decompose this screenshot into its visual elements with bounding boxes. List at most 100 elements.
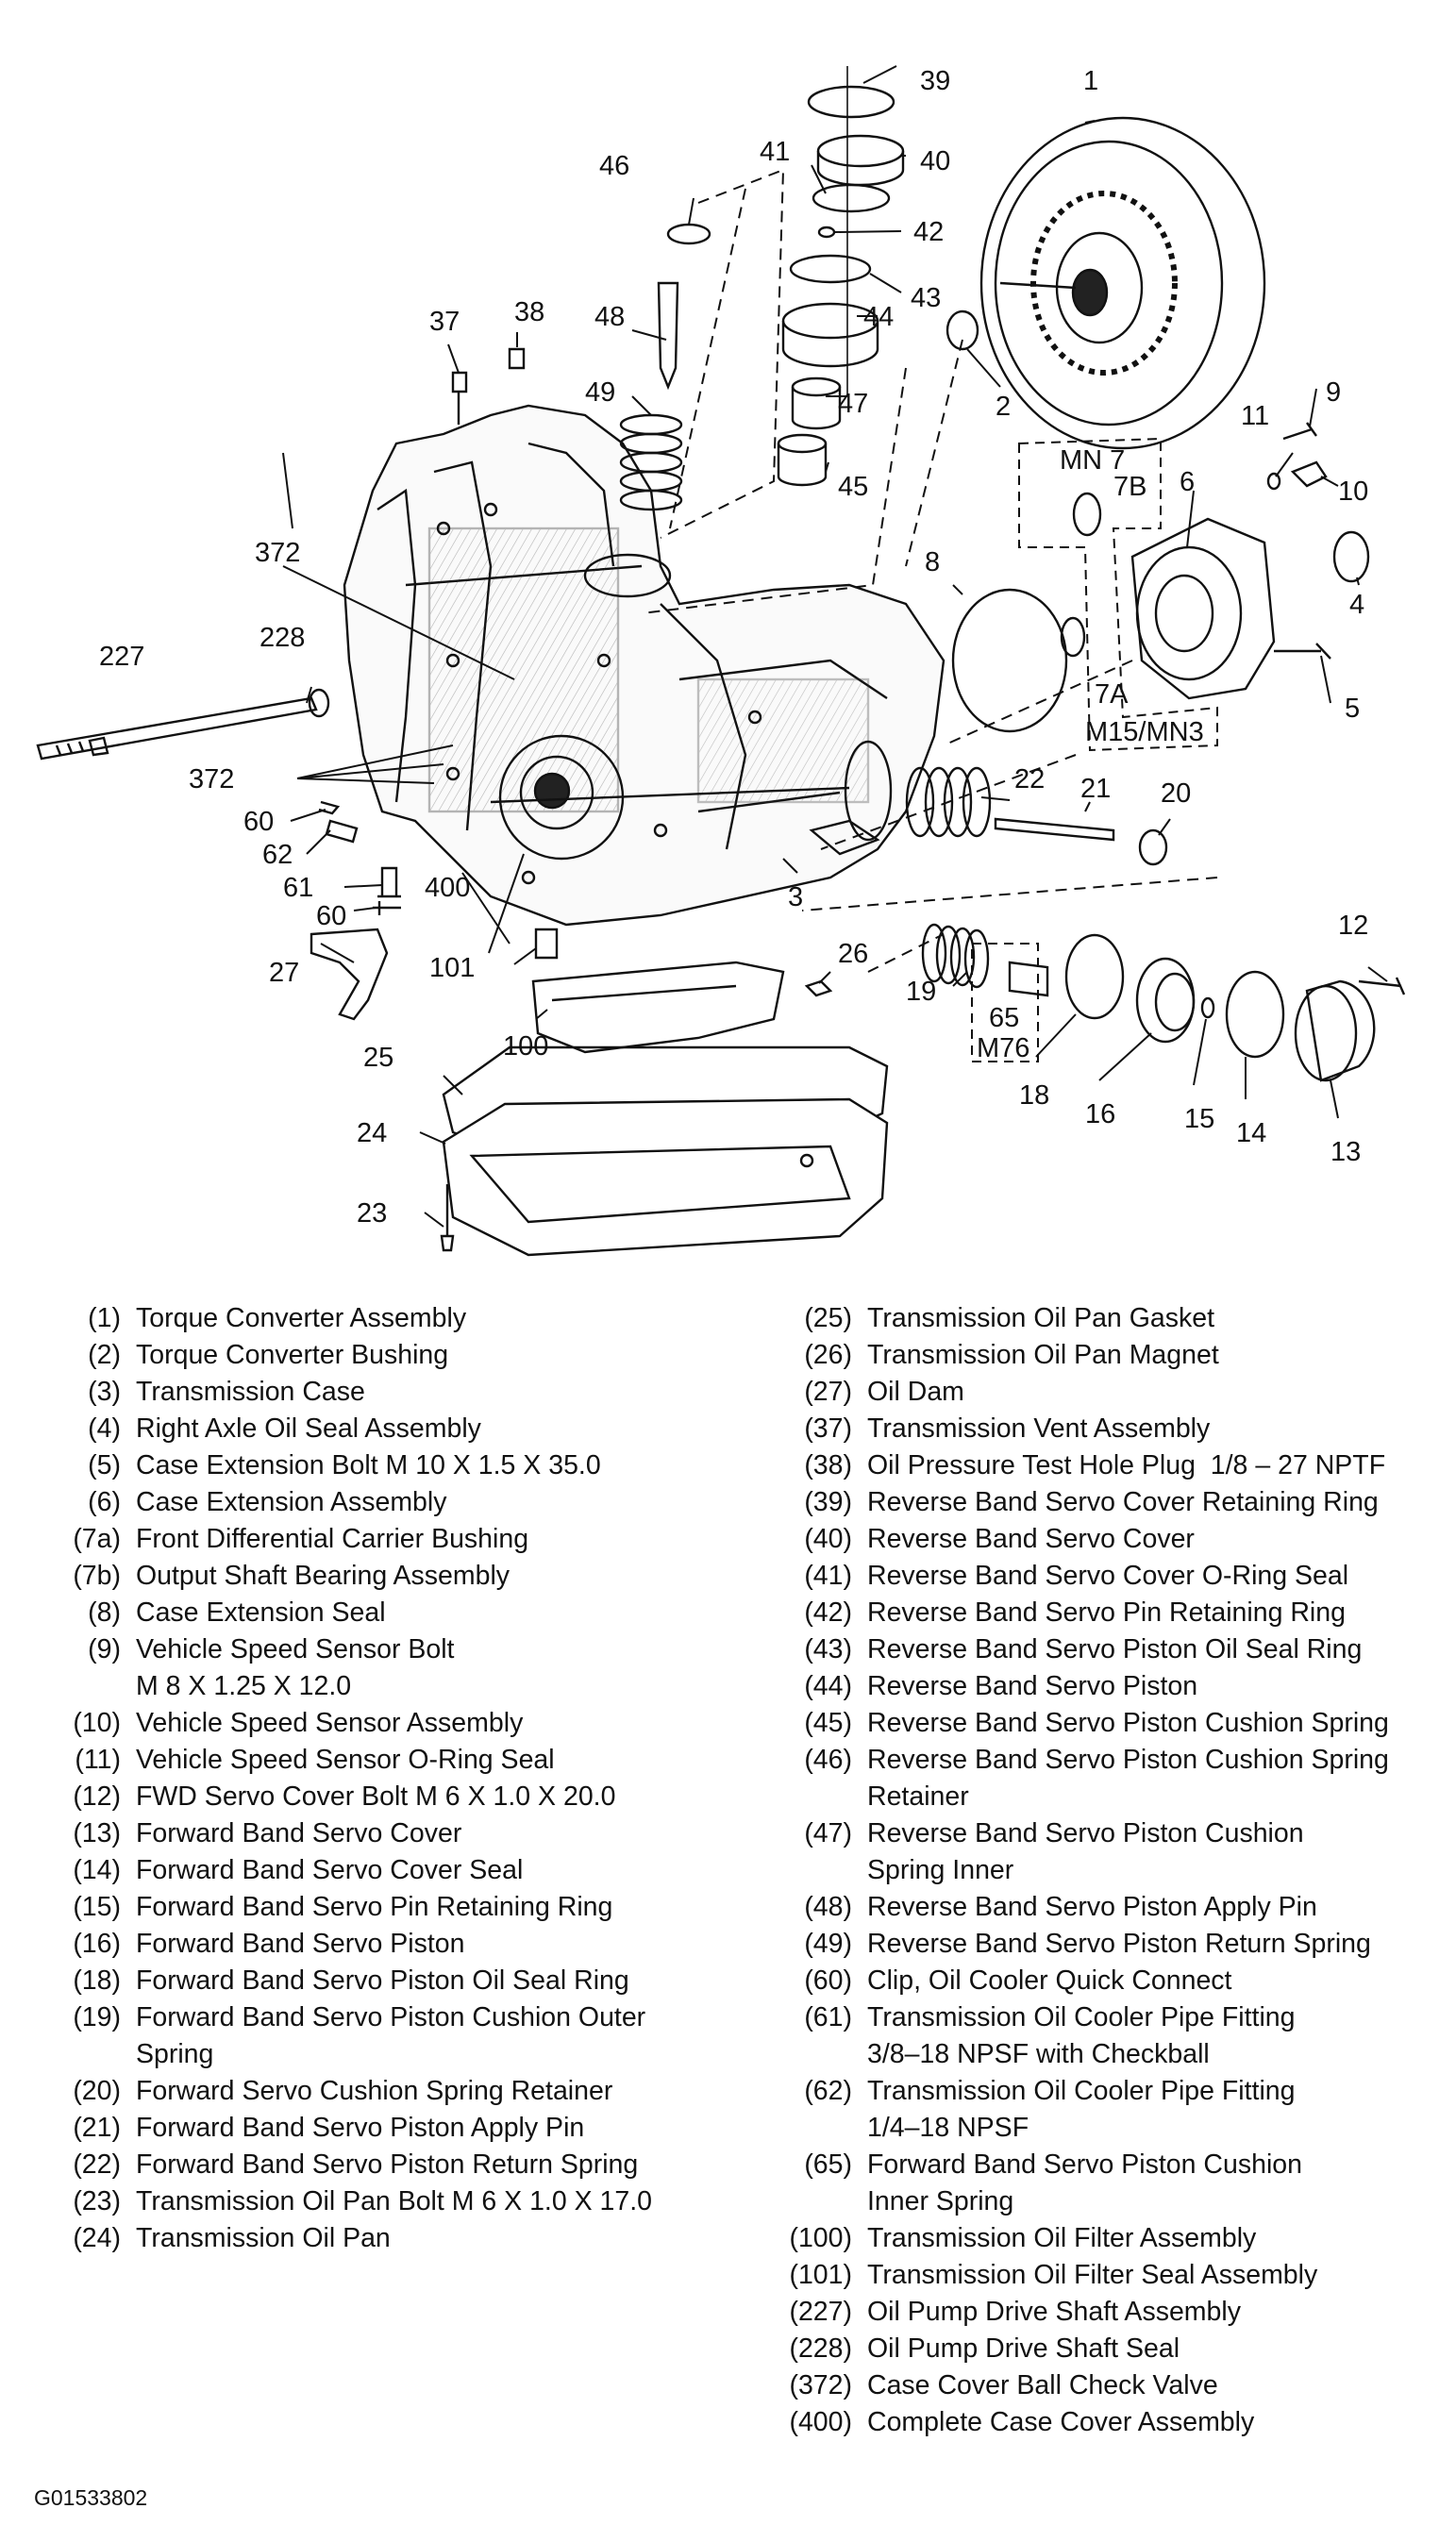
case-extension-seal — [951, 588, 1068, 733]
oil-pump-drive-shaft-seal — [308, 688, 330, 718]
legend-description: Torque Converter Assembly — [136, 1303, 467, 1333]
legend-description: Transmission Oil Cooler Pipe Fitting 1/4… — [867, 2076, 1296, 2143]
legend-entry: (22)Forward Band Servo Piston Return Spr… — [34, 2147, 732, 2183]
figure-id: G01533802 — [34, 2485, 148, 2510]
callout-19: 19 — [906, 977, 936, 1007]
callout-11: 11 — [1241, 401, 1269, 431]
legend-number: (38) — [804, 1450, 852, 1480]
legend-entry: (16)Forward Band Servo Piston — [34, 1926, 732, 1963]
legend-description: Torque Converter Bushing — [136, 1340, 449, 1370]
legend-number: (11) — [75, 1745, 121, 1775]
legend-description: Forward Servo Cushion Spring Retainer — [136, 2076, 613, 2106]
legend-number: (7b) — [73, 1561, 121, 1591]
callout-16: 16 — [1085, 1099, 1115, 1129]
legend-description: Reverse Band Servo Piston — [867, 1671, 1198, 1701]
transmission-vent — [451, 371, 468, 425]
legend-entry: (20)Forward Servo Cushion Spring Retaine… — [34, 2073, 732, 2110]
legend-description: Transmission Oil Pan Magnet — [867, 1340, 1219, 1370]
callout-3: 3 — [788, 882, 803, 912]
legend-entry: (42)Reverse Band Servo Pin Retaining Rin… — [769, 1595, 1430, 1631]
legend-entry: (12) FWD Servo Cover Bolt M 6 X 1.0 X 20.… — [34, 1779, 732, 1815]
oil-pan-magnet — [804, 979, 833, 997]
callout-2: 2 — [996, 392, 1011, 422]
legend-entry: (7a) Front Differential Carrier Bushing — [34, 1521, 732, 1558]
transmission-case — [343, 404, 946, 927]
legend-entry: (39)Reverse Band Servo Cover Retaining R… — [769, 1484, 1430, 1521]
callout-47: 47 — [838, 389, 868, 419]
legend-entry: (101)Transmission Oil Filter Seal Assemb… — [769, 2257, 1430, 2294]
callout-9: 9 — [1326, 377, 1341, 408]
legend-number: (13) — [73, 1818, 121, 1848]
legend-description: Reverse Band Servo Cover — [867, 1524, 1195, 1554]
legend-description: Reverse Band Servo Piston Return Spring — [867, 1929, 1371, 1959]
callout-25: 25 — [363, 1043, 393, 1073]
legend-number: (42) — [804, 1597, 852, 1628]
legend-number: (100) — [789, 2223, 852, 2253]
legend-number: (5) — [88, 1450, 121, 1480]
legend-number: (23) — [73, 2186, 121, 2216]
legend-entry: (227)Oil Pump Drive Shaft Assembly — [769, 2294, 1430, 2331]
legend-description: Forward Band Servo Cover — [136, 1818, 462, 1848]
callout-4: 4 — [1349, 590, 1364, 620]
legend-entry: (4)Right Axle Oil Seal Assembly — [34, 1411, 732, 1447]
legend-entry: (2)Torque Converter Bushing — [34, 1337, 732, 1374]
legend-description: Transmission Oil Pan Bolt M 6 X 1.0 X 17… — [136, 2186, 653, 2216]
callout-7b: 7B — [1113, 472, 1146, 502]
legend-description: Transmission Oil Filter Seal Assembly — [867, 2260, 1318, 2290]
forward-servo-spring-retainer — [1138, 828, 1168, 866]
callout-7a: 7A — [1095, 679, 1129, 710]
legend-entry: (37)Transmission Vent Assembly — [769, 1411, 1430, 1447]
legend-entry: (5)Case Extension Bolt M 10 X 1.5 X 35.0 — [34, 1447, 732, 1484]
legend-entry: (41)Reverse Band Servo Cover O-Ring Seal — [769, 1558, 1430, 1595]
legend-description: Front Differential Carrier Bushing — [136, 1524, 529, 1554]
option-code-m15-mn3: M15/MN3 — [1085, 717, 1204, 747]
legend-entry: (11)Vehicle Speed Sensor O-Ring Seal — [34, 1742, 732, 1779]
legend-number: (62) — [804, 2076, 852, 2106]
legend-description: Case Extension Assembly — [136, 1487, 447, 1517]
legend-entry: (9)Vehicle Speed Sensor Bolt M 8 X 1.25 … — [34, 1631, 732, 1705]
legend-number: (26) — [804, 1340, 852, 1370]
legend-number: (41) — [804, 1561, 852, 1591]
legend-entry: (46)Reverse Band Servo Piston Cushion Sp… — [769, 1742, 1430, 1815]
legend-number: (1) — [88, 1303, 121, 1333]
case-extension-assembly — [1130, 517, 1276, 700]
callout-12: 12 — [1338, 911, 1368, 941]
legend-entry: (43)Reverse Band Servo Piston Oil Seal R… — [769, 1631, 1430, 1668]
callout-61: 61 — [283, 873, 313, 903]
callout-22: 22 — [1014, 764, 1045, 794]
legend-description: Forward Band Servo Cover Seal — [136, 1855, 524, 1885]
torque-converter-bushing — [946, 309, 979, 351]
legend-description: Transmission Oil Cooler Pipe Fitting 3/8… — [867, 2002, 1296, 2069]
legend-entry: (38)Oil Pressure Test Hole Plug 1/8 – 27… — [769, 1447, 1430, 1484]
legend-entry: (49)Reverse Band Servo Piston Return Spr… — [769, 1926, 1430, 1963]
legend-number: (15) — [73, 1892, 121, 1922]
legend-description: Complete Case Cover Assembly — [867, 2407, 1255, 2437]
legend-description: Vehicle Speed Sensor Assembly — [136, 1708, 524, 1738]
legend-description: Output Shaft Bearing Assembly — [136, 1561, 510, 1591]
legend-entry: (40)Reverse Band Servo Cover — [769, 1521, 1430, 1558]
legend-description: Vehicle Speed Sensor Bolt M 8 X 1.25 X 1… — [136, 1634, 455, 1701]
legend-description: Forward Band Servo Piston Apply Pin — [136, 2113, 585, 2143]
legend-number: (12) — [73, 1781, 121, 1812]
legend-number: (24) — [73, 2223, 121, 2253]
legend-number: (21) — [73, 2113, 121, 2143]
front-differential-carrier-bushing — [1060, 616, 1086, 658]
legend-description: Forward Band Servo Pin Retaining Ring — [136, 1892, 613, 1922]
callout-1: 1 — [1083, 66, 1098, 96]
legend-number: (372) — [789, 2370, 852, 2400]
callout-48: 48 — [594, 302, 625, 332]
forward-servo-outer-spring — [921, 923, 990, 989]
callout-labels: 1 2 3 4 5 6 7A 7B 8 9 10 11 12 13 14 15 … — [99, 66, 1368, 1229]
callout-24: 24 — [357, 1118, 387, 1148]
forward-servo-piston — [1135, 957, 1196, 1044]
legend-number: (47) — [804, 1818, 852, 1848]
oil-pump-drive-shaft — [36, 696, 318, 761]
legend-entry: (61)Transmission Oil Cooler Pipe Fitting… — [769, 1999, 1430, 2073]
oil-cooler-clip-upper — [318, 800, 341, 815]
torque-converter — [979, 116, 1266, 450]
legend-number: (44) — [804, 1671, 852, 1701]
legend-description: Clip, Oil Cooler Quick Connect — [867, 1965, 1232, 1996]
legend-description: FWD Servo Cover Bolt M 6 X 1.0 X 20.0 — [136, 1781, 616, 1812]
legend-number: (7a) — [73, 1524, 121, 1554]
legend-entry: (65)Forward Band Servo Piston Cushion In… — [769, 2147, 1430, 2220]
